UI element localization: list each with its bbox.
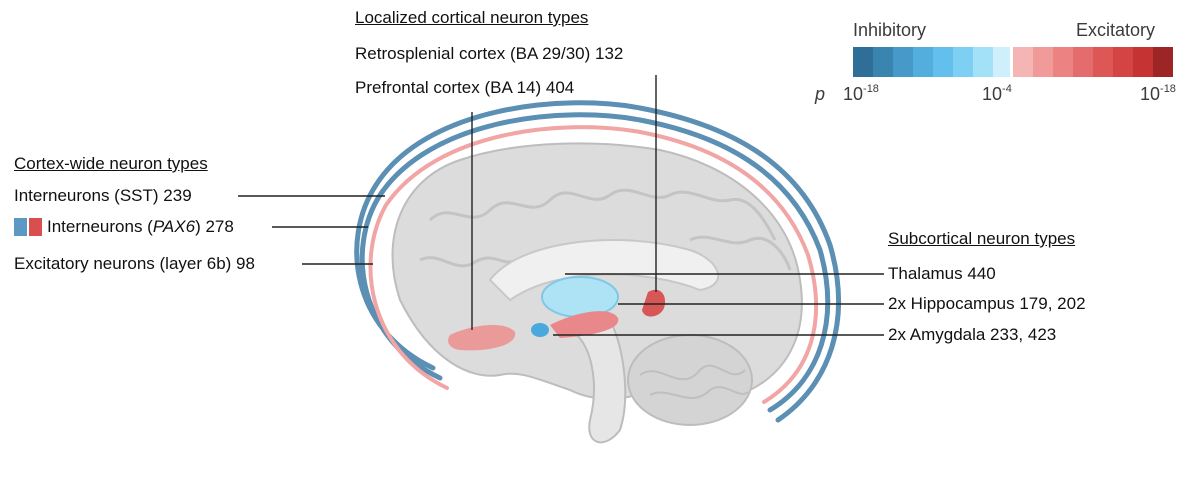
pax6-excitatory-swatch — [29, 218, 42, 236]
layer6b-label: Excitatory neurons (layer 6b) 98 — [14, 254, 255, 274]
legend-tick-left: 10-18 — [843, 84, 879, 105]
pax6-inhibitory-swatch — [14, 218, 27, 236]
cortex-wide-header: Cortex-wide neuron types — [14, 154, 208, 174]
localized-header: Localized cortical neuron types — [355, 8, 588, 28]
thalamus-region — [542, 277, 618, 317]
legend-p-symbol: p — [815, 84, 825, 105]
legend-colorbar — [853, 47, 1173, 77]
subcortical-header: Subcortical neuron types — [888, 229, 1075, 249]
pax6-label: Interneurons (PAX6) 278 — [47, 217, 234, 237]
hippocampus-label: 2x Hippocampus 179, 202 — [888, 294, 1086, 314]
legend-tick-right: 10-18 — [1140, 84, 1176, 105]
amygdala-region — [531, 323, 549, 337]
legend-excitatory-label: Excitatory — [1076, 20, 1155, 41]
retrosplenial-label: Retrosplenial cortex (BA 29/30) 132 — [355, 44, 623, 64]
amygdala-label: 2x Amygdala 233, 423 — [888, 325, 1056, 345]
thalamus-label: Thalamus 440 — [888, 264, 996, 284]
legend-tick-mid: 10-4 — [982, 84, 1012, 105]
sst-label: Interneurons (SST) 239 — [14, 186, 192, 206]
legend-inhibitory-label: Inhibitory — [853, 20, 926, 41]
prefrontal-label: Prefrontal cortex (BA 14) 404 — [355, 78, 574, 98]
